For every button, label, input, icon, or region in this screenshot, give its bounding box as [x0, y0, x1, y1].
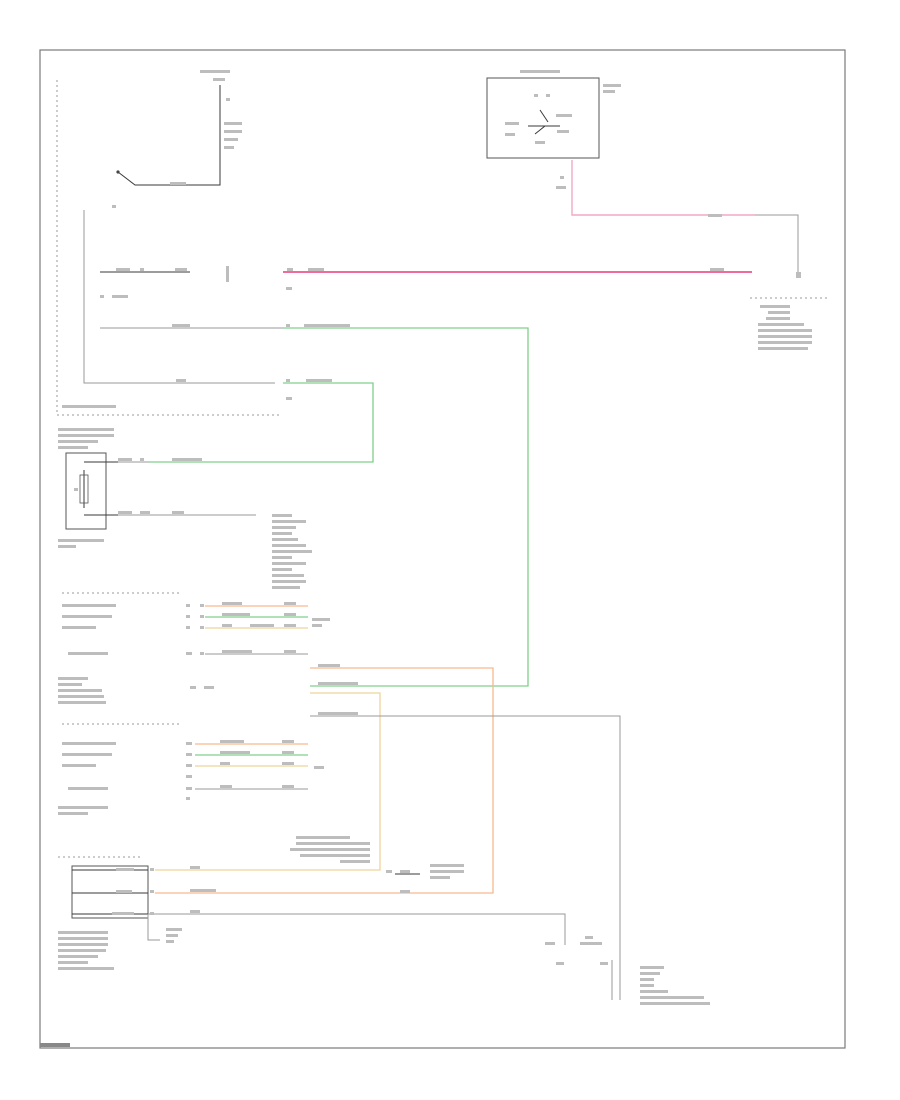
- ecm-connector-2: [58, 723, 192, 815]
- wire-green-2: [150, 382, 374, 463]
- right-connector-label: [750, 297, 830, 350]
- wire-orange-bus: [155, 667, 494, 894]
- wire-yellow-bus: [155, 692, 381, 871]
- pressure-sensor-box: [58, 856, 149, 970]
- diagram-border: [39, 49, 846, 1049]
- ground-ref-label: [272, 514, 312, 589]
- wire-black-ground: [118, 461, 256, 516]
- harness-boundary-inner: [83, 210, 275, 384]
- compressor-clutch-box: [58, 428, 118, 548]
- ground-points: [545, 936, 710, 1005]
- ecm-connector-1: [58, 592, 214, 704]
- harness-connector-label: [290, 836, 464, 893]
- harness-boundary-left: [56, 80, 280, 416]
- wire-pink-feed: [571, 160, 755, 216]
- page-corner-mark: [40, 1043, 70, 1047]
- control-module-box: [486, 70, 621, 159]
- wire-gray-bus: [310, 715, 621, 1000]
- power-feed-top: [112, 70, 242, 208]
